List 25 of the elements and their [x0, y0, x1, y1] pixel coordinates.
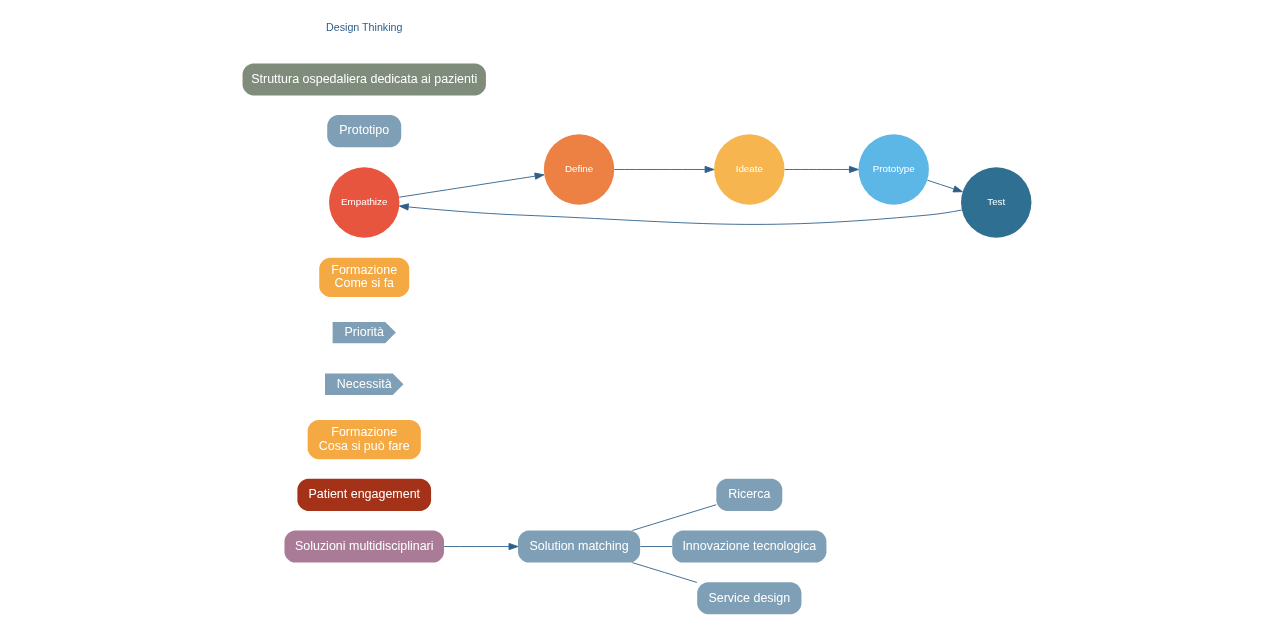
node-circle: Define: [543, 134, 615, 205]
node-box: Service design: [697, 582, 802, 615]
node-box: Formazione Come si fa: [319, 257, 410, 297]
arrow: [443, 542, 519, 551]
node-box: Struttura ospedaliera dedicata ai pazienti: [242, 63, 486, 96]
arrow: [398, 172, 545, 198]
arrow: [926, 179, 963, 193]
node-circle: Prototype: [858, 134, 929, 205]
node-circle: Ideate: [714, 134, 785, 205]
node-box: Solution matching: [518, 530, 641, 563]
node-box: Innovazione tecnologica: [672, 530, 827, 563]
connector: [631, 562, 698, 583]
arrow: [784, 165, 859, 174]
node-box: Soluzioni multidisciplinari: [284, 530, 444, 563]
arrow: [398, 203, 963, 225]
label: Design Thinking: [326, 20, 403, 33]
node-circle: Empathize: [329, 167, 400, 238]
connector: [639, 546, 673, 547]
node-box: Formazione Cosa si può fare: [307, 419, 421, 460]
node-box: Ricerca: [716, 478, 783, 511]
node-circle: Test: [961, 167, 1032, 238]
node-box: Patient engagement: [297, 478, 432, 511]
node-box: Prototipo: [327, 115, 402, 148]
arrow: [614, 165, 715, 174]
connector: [631, 504, 717, 531]
